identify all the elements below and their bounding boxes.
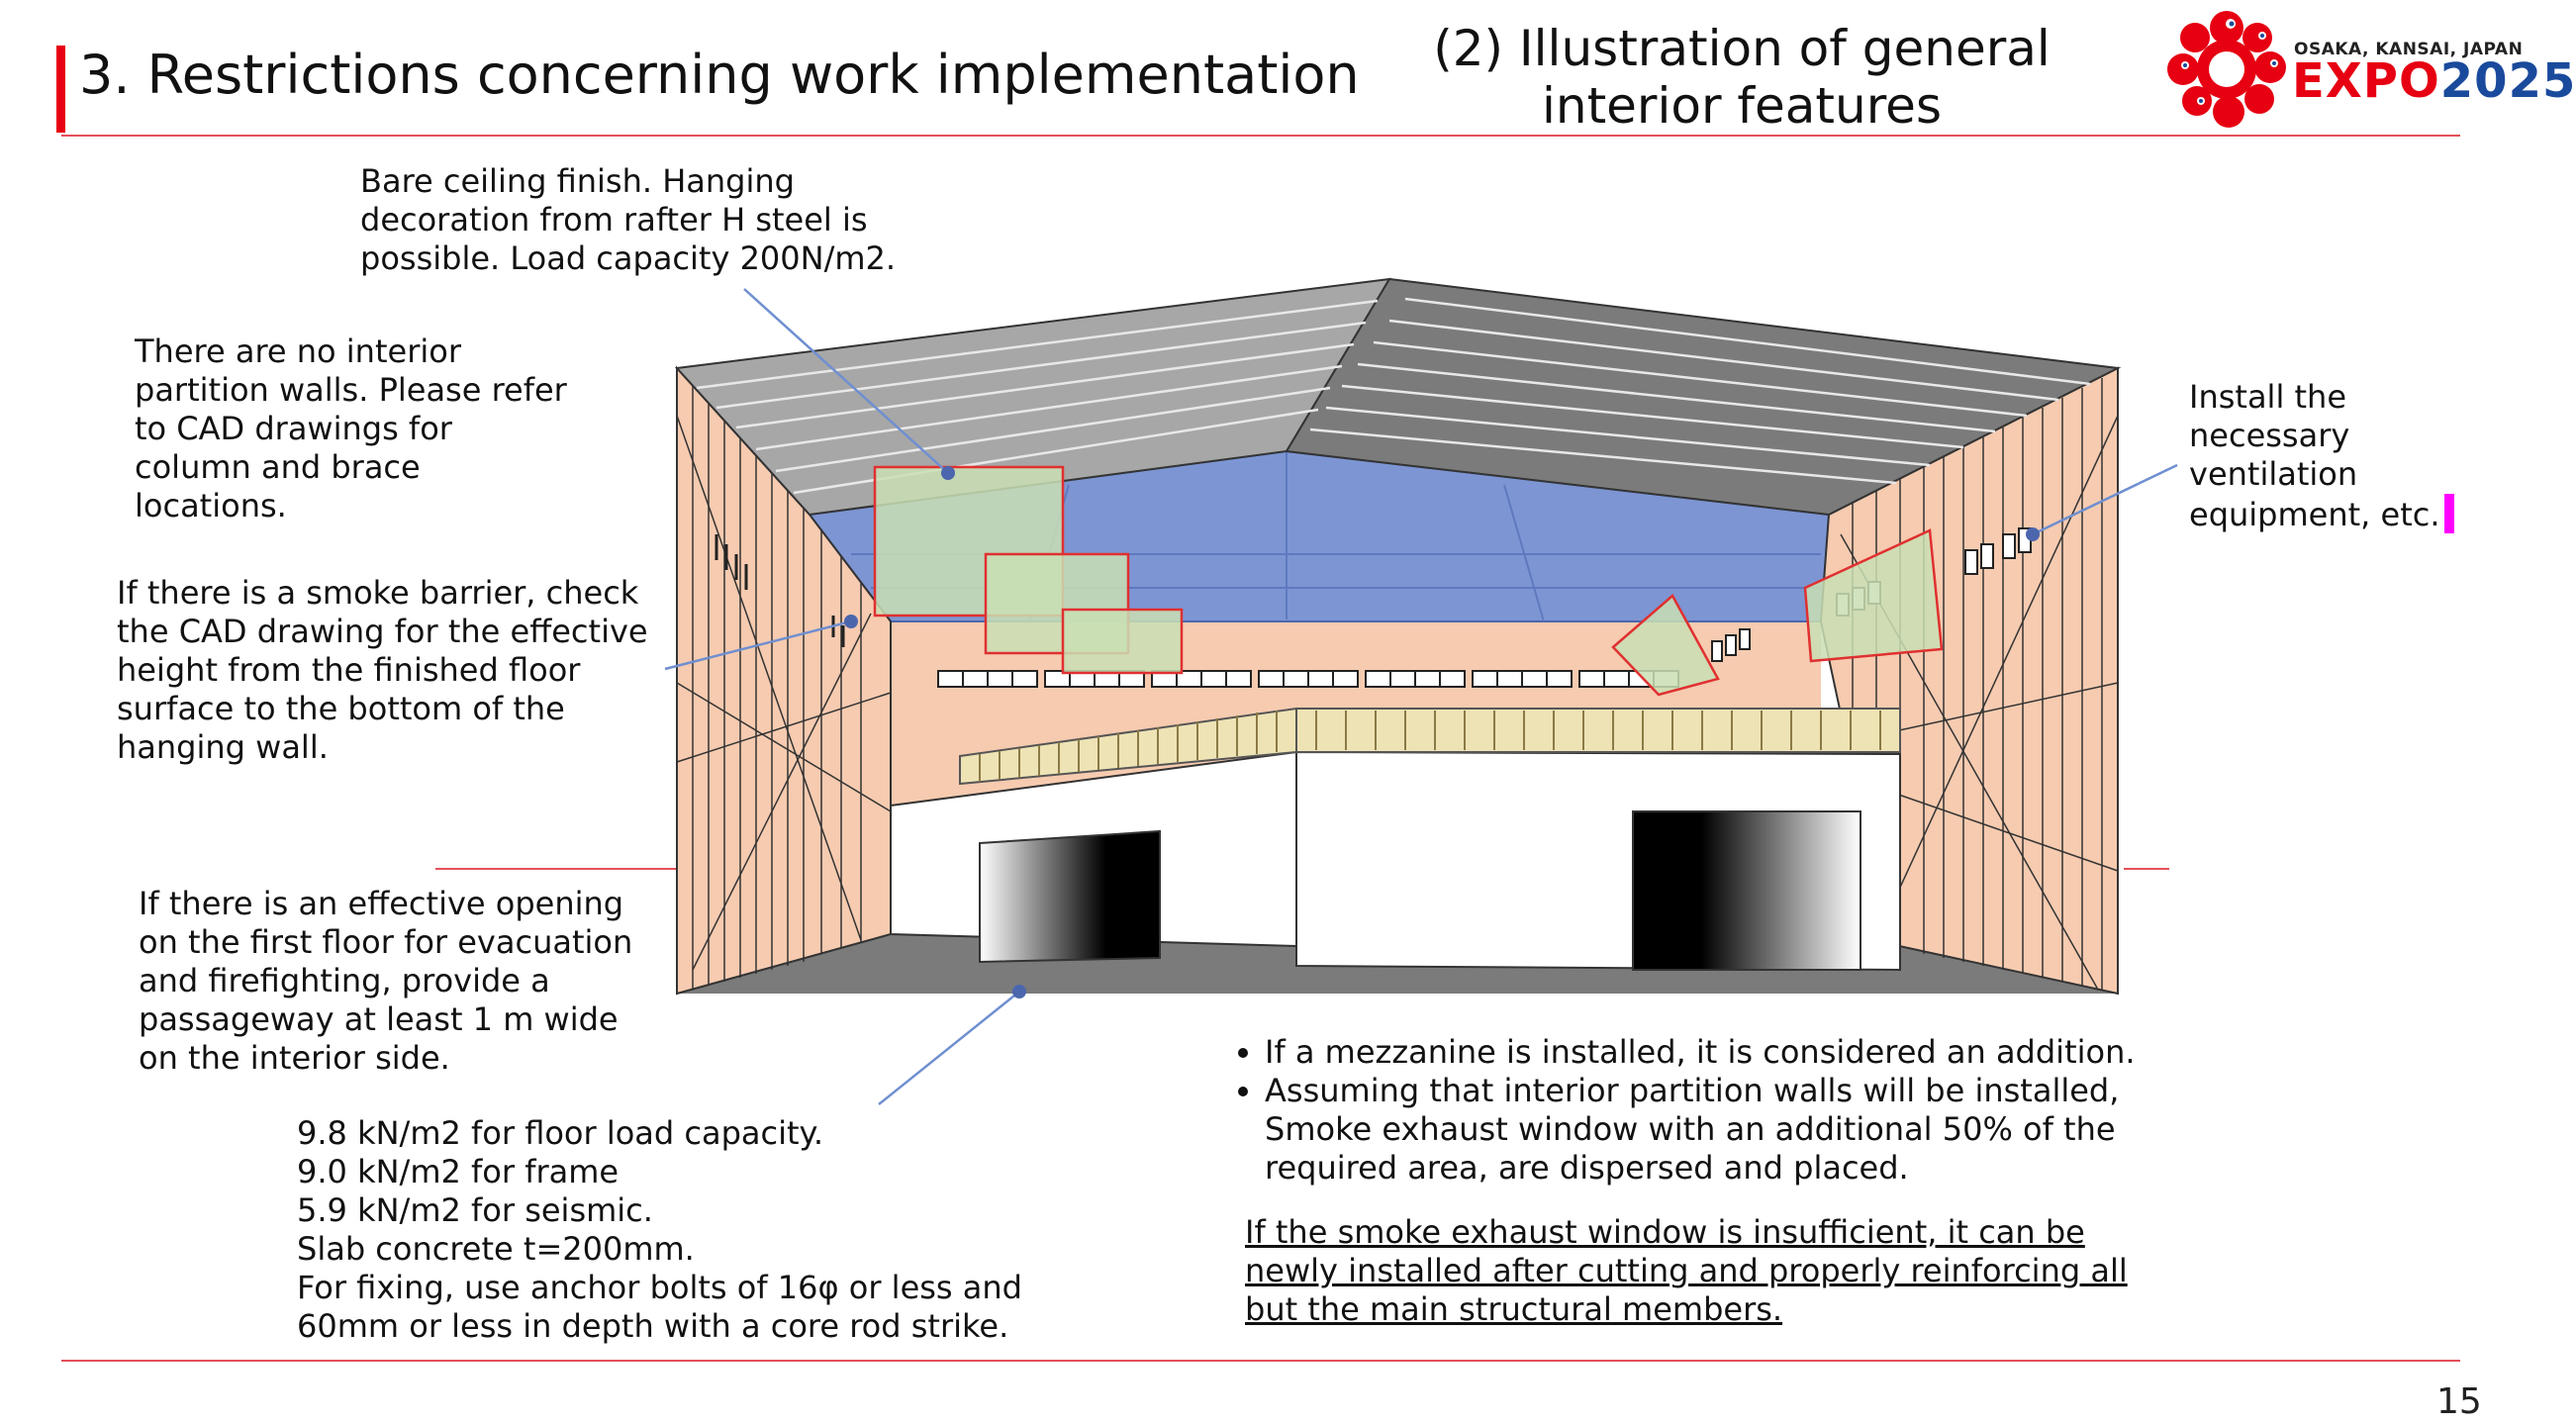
floor-load-line: 5.9 kN/m2 for seismic.	[297, 1191, 653, 1229]
cursor-marker	[2443, 494, 2454, 533]
logo-year: 2025	[2439, 53, 2576, 109]
note-smoke-exhaust-underlined: If the smoke exhaust window is insuffici…	[1245, 1213, 2128, 1328]
note-floor-load: 9.8 kN/m2 for floor load capacity. 9.0 k…	[297, 1114, 1049, 1346]
smoke-barrier-panels	[873, 465, 1944, 697]
note-ceiling: Bare ceiling finish. Hanging decoration …	[360, 162, 897, 277]
title-accent-bar	[56, 46, 65, 133]
note-evacuation-opening: If there is an effective opening on the …	[139, 885, 633, 1077]
footer-divider	[61, 1360, 2460, 1362]
expo-logo-icon	[2167, 11, 2286, 128]
floor-load-line: 9.0 kN/m2 for frame	[297, 1153, 620, 1190]
bullet-notes: If a mezzanine is installed, it is consi…	[1227, 1033, 2147, 1188]
left-wall-bracing	[676, 386, 892, 990]
note-smoke-barrier: If there is a smoke barrier, check the C…	[117, 574, 648, 766]
page-title: 3. Restrictions concerning work implemen…	[79, 44, 1360, 106]
leader-lines	[664, 288, 2178, 1105]
page-number: 15	[2436, 1381, 2482, 1422]
roof-purlins	[696, 297, 2091, 495]
header-divider	[61, 135, 2460, 137]
bullet-mezzanine: If a mezzanine is installed, it is consi…	[1265, 1033, 2147, 1072]
door-opening-left	[979, 829, 1161, 964]
door-opening-right	[1632, 810, 1861, 971]
roof-right-slope	[1285, 277, 2122, 517]
logo-word: EXPO	[2292, 53, 2440, 109]
note-partition-walls: There are no interior partition walls. P…	[135, 332, 567, 524]
floor-load-line: 60mm or less in depth with a core rod st…	[297, 1307, 1009, 1345]
note-ventilation-text: Install the necessary ventilation equipm…	[2189, 378, 2440, 533]
bullet-list: If a mezzanine is installed, it is consi…	[1227, 1033, 2147, 1188]
floor-load-line: Slab concrete t=200mm.	[297, 1230, 695, 1268]
floor-load-line: For fixing, use anchor bolts of 16φ or l…	[297, 1269, 1022, 1306]
bullet-partition-exhaust: Assuming that interior partition walls w…	[1265, 1072, 2147, 1188]
logo-tagline: OSAKA, KANSAI, JAPAN	[2294, 40, 2524, 59]
railing-balusters	[979, 711, 1881, 782]
leader-endpoints	[844, 466, 2040, 998]
mezzanine-railing-right	[1295, 708, 1901, 753]
logo-wordmark: EXPO2025	[2292, 53, 2576, 109]
floor-load-line: 9.8 kN/m2 for floor load capacity.	[297, 1114, 824, 1152]
page-subtitle: (2) Illustration of general interior fea…	[1433, 20, 2051, 135]
note-ventilation: Install the necessary ventilation equipm…	[2189, 378, 2506, 534]
